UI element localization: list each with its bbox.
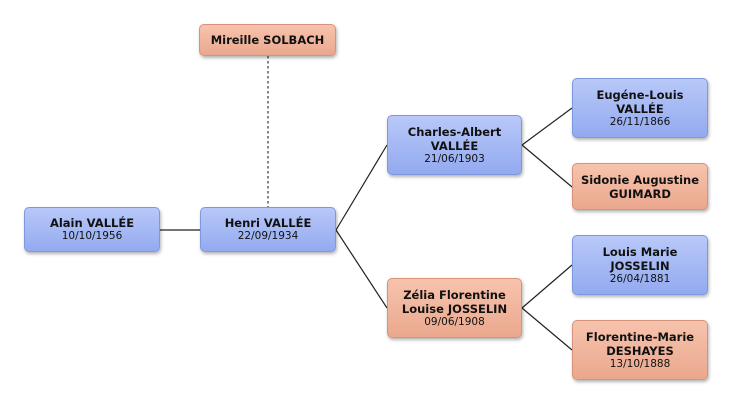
person-birth-date: 13/10/1888 [609,357,671,370]
person-name: Alain VALLÉE [49,216,135,230]
person-name: Mireille SOLBACH [210,33,325,47]
person-node-florentine-marie-deshayes[interactable]: Florentine-Marie DESHAYES 13/10/1888 [572,320,708,380]
person-birth-date: 21/06/1903 [424,152,485,165]
person-birth-date: 22/09/1934 [237,230,299,242]
person-node-henri-vallee[interactable]: Henri VALLÉE 22/09/1934 [200,207,336,252]
person-node-louis-marie-josselin[interactable]: Louis Marie JOSSELIN 26/04/1881 [572,235,708,295]
connector-charles-eugene [521,107,573,146]
person-name: Sidonie Augustine GUIMARD [580,172,700,201]
person-name: Florentine-Marie DESHAYES [585,329,695,358]
connector-zelia-louis [521,264,573,309]
person-name: Eugéne-Louis VALLÉE [596,87,684,116]
connector-henri-zelia [335,229,388,309]
person-node-sidonie-guimard[interactable]: Sidonie Augustine GUIMARD [572,163,708,210]
person-name: Zélia Florentine Louise JOSSELIN [401,287,508,316]
person-node-zelia-josselin[interactable]: Zélia Florentine Louise JOSSELIN 09/06/1… [387,278,522,338]
person-birth-date: 10/10/1956 [61,230,123,242]
person-name: Charles-Albert VALLÉE [407,124,502,153]
person-birth-date: 26/11/1866 [609,115,671,128]
person-node-eugene-louis-vallee[interactable]: Eugéne-Louis VALLÉE 26/11/1866 [572,78,708,138]
person-name: Henri VALLÉE [224,216,312,230]
connector-henri-charles [335,144,388,231]
person-node-alain-vallee[interactable]: Alain VALLÉE 10/10/1956 [24,207,160,252]
person-node-mireille-solbach[interactable]: Mireille SOLBACH [199,24,336,56]
person-node-charles-albert-vallee[interactable]: Charles-Albert VALLÉE 21/06/1903 [387,115,522,175]
person-name: Louis Marie JOSSELIN [602,244,678,273]
connector-charles-sidonie [521,144,573,188]
connector-zelia-florentine [521,307,573,351]
person-birth-date: 26/04/1881 [609,272,671,285]
person-birth-date: 09/06/1908 [424,315,485,328]
